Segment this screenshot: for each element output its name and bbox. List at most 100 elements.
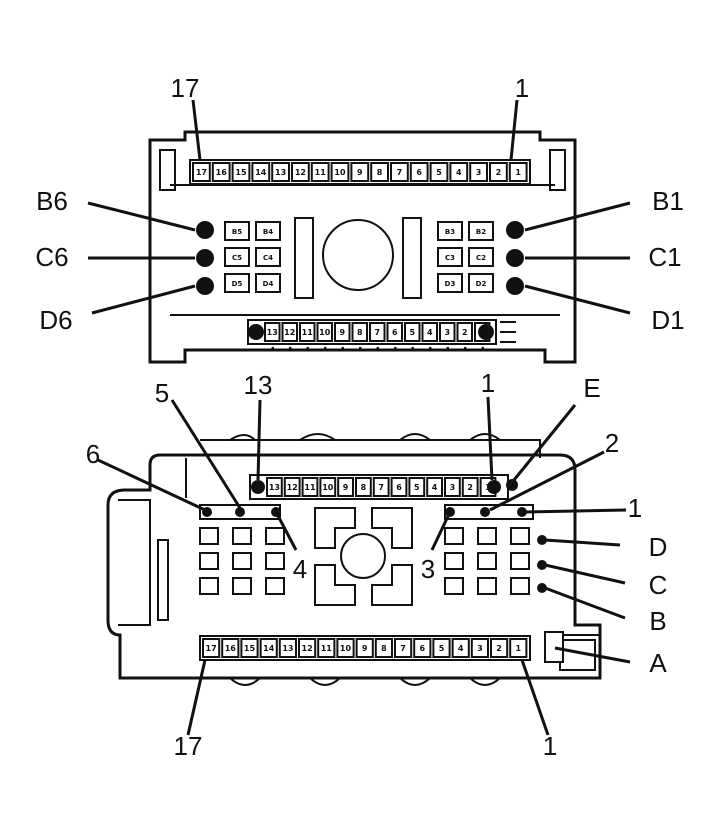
pin-number: 17 [196, 168, 207, 177]
pin-cell [221, 638, 240, 658]
pin-marker-dot [306, 346, 310, 350]
pin-1-socket [517, 507, 527, 517]
center-key-circle [322, 219, 394, 291]
cavity-label: D5 [232, 280, 243, 288]
callout-e: E [583, 373, 600, 403]
callout-d6: D6 [39, 305, 72, 335]
pin-cell [509, 638, 528, 658]
pin-cell [508, 162, 528, 182]
pin-number: 12 [287, 483, 298, 492]
pin-number: 15 [235, 168, 247, 177]
callout-pin-17: 17 [171, 73, 200, 103]
pin-cell [310, 162, 330, 182]
pin-number: 6 [420, 644, 426, 653]
pin-marker-dot [463, 346, 467, 350]
pin-cell [298, 638, 317, 658]
pin-c6 [196, 249, 214, 267]
strip-end-pin [487, 480, 501, 494]
pin-number: 9 [362, 644, 368, 653]
pin-number: 11 [304, 483, 316, 492]
pin-number: 7 [378, 483, 384, 492]
strip-end-pin [251, 480, 265, 494]
cavity-label: C2 [476, 254, 486, 262]
pin-cell [461, 477, 479, 497]
pin-cell [202, 638, 221, 658]
callout-d1: D1 [651, 305, 684, 335]
key-slot-right [402, 217, 422, 299]
pin-number: 13 [275, 168, 286, 177]
pin-cell [330, 162, 350, 182]
cavity-label: C5 [232, 254, 242, 262]
pin-cell [355, 638, 374, 658]
bottom-right-cavities [444, 527, 530, 595]
pin-cell [355, 477, 372, 497]
pin-cell [470, 638, 489, 658]
pin-number: 10 [322, 483, 334, 492]
center-key [314, 507, 413, 606]
pin-e [506, 479, 518, 491]
callout-pin-6: 6 [86, 439, 100, 469]
pin-number: 9 [343, 483, 349, 492]
pin-cell [259, 638, 278, 658]
cavity-label: C4 [263, 254, 273, 262]
pin-c [537, 560, 547, 570]
pin-number: 12 [302, 644, 313, 653]
pin-number: 5 [409, 328, 415, 337]
pin-marker-dot [271, 346, 275, 350]
pin-cell [490, 638, 509, 658]
pin-cell [444, 477, 461, 497]
pin-marker-dot [411, 346, 415, 350]
pin-cell [404, 322, 421, 342]
callout-pin-2: 2 [605, 428, 619, 458]
pin-cell [426, 477, 444, 497]
strip-end-pin [478, 324, 494, 340]
pin-cell [390, 162, 409, 182]
pin-number: 7 [374, 328, 380, 337]
pin-number: 4 [427, 328, 433, 337]
pin-cell [408, 477, 426, 497]
callout-pin-1: 1 [515, 73, 529, 103]
pin-cell [337, 477, 355, 497]
pin-marker-dot [376, 346, 380, 350]
cavity-label: B2 [476, 228, 486, 236]
pin-cell [421, 322, 438, 342]
right-socket-row [444, 504, 534, 520]
pin-number: 5 [414, 483, 420, 492]
pin-cell [449, 162, 469, 182]
pin-cell [336, 638, 355, 658]
pin-number: 5 [439, 644, 445, 653]
pin-number: 2 [496, 168, 502, 177]
pin-number: 16 [225, 644, 237, 653]
pin-cell [432, 638, 451, 658]
pin-number: 10 [340, 644, 352, 653]
pin-b [537, 583, 547, 593]
strip-end-pin [248, 324, 264, 340]
pin-cell [429, 162, 449, 182]
pin-cell [299, 322, 316, 342]
pin-2 [480, 507, 490, 517]
callout-pin-13: 13 [244, 370, 273, 400]
pin-number: 2 [462, 328, 468, 337]
pin-5 [235, 507, 245, 517]
cavity-label: B4 [263, 228, 273, 236]
pin-cell [240, 638, 259, 658]
callout-c6: C6 [35, 242, 68, 272]
pin-c1 [506, 249, 524, 267]
pin-d6 [196, 277, 214, 295]
pin-cell [386, 322, 403, 342]
pin-number: 4 [456, 168, 462, 177]
pin-number: 11 [321, 644, 333, 653]
pin-cell [281, 322, 298, 342]
pin-number: 13 [269, 483, 280, 492]
pin-number: 6 [396, 483, 402, 492]
callout-pin-1-right: 1 [628, 493, 642, 523]
cavity-label: D4 [263, 280, 274, 288]
pin-number: 1 [516, 644, 522, 653]
pin-number: 6 [392, 328, 398, 337]
callout-pin-5: 5 [155, 378, 169, 408]
